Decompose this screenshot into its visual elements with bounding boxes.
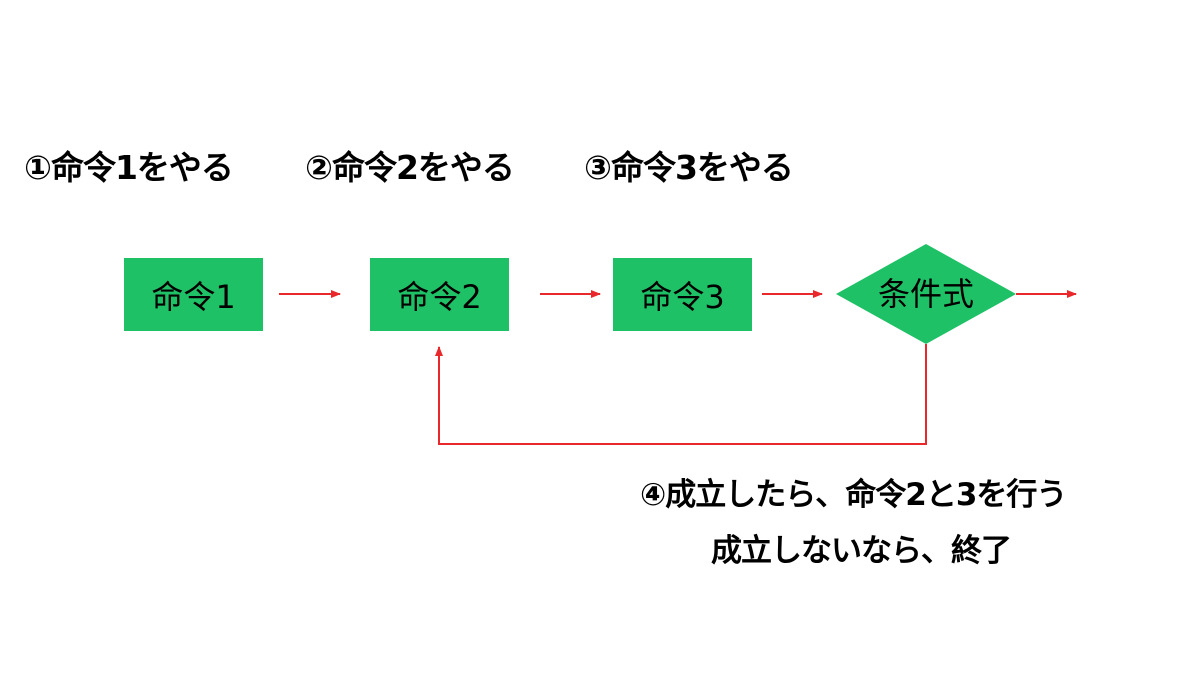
command-2-box: 命令2: [370, 258, 509, 331]
condition-diamond: [836, 244, 1016, 344]
loop-note-line-2: 成立しないなら、終了: [711, 533, 1012, 569]
command-3-box: 命令3: [613, 258, 752, 331]
command-1-label: 命令1: [151, 277, 236, 316]
step-1-label: ①命令1をやる: [24, 148, 234, 187]
condition-label: 条件式: [877, 275, 974, 313]
step-3-label: ③命令3をやる: [584, 148, 794, 187]
command-2-label: 命令2: [397, 277, 482, 316]
command-3-label: 命令3: [640, 277, 725, 316]
loop-note-line-1: ④成立したら、命令2と3を行う: [640, 477, 1067, 513]
loop-back-arrow: [435, 344, 927, 445]
step-2-label: ②命令2をやる: [305, 148, 515, 187]
command-1-box: 命令1: [124, 258, 263, 331]
